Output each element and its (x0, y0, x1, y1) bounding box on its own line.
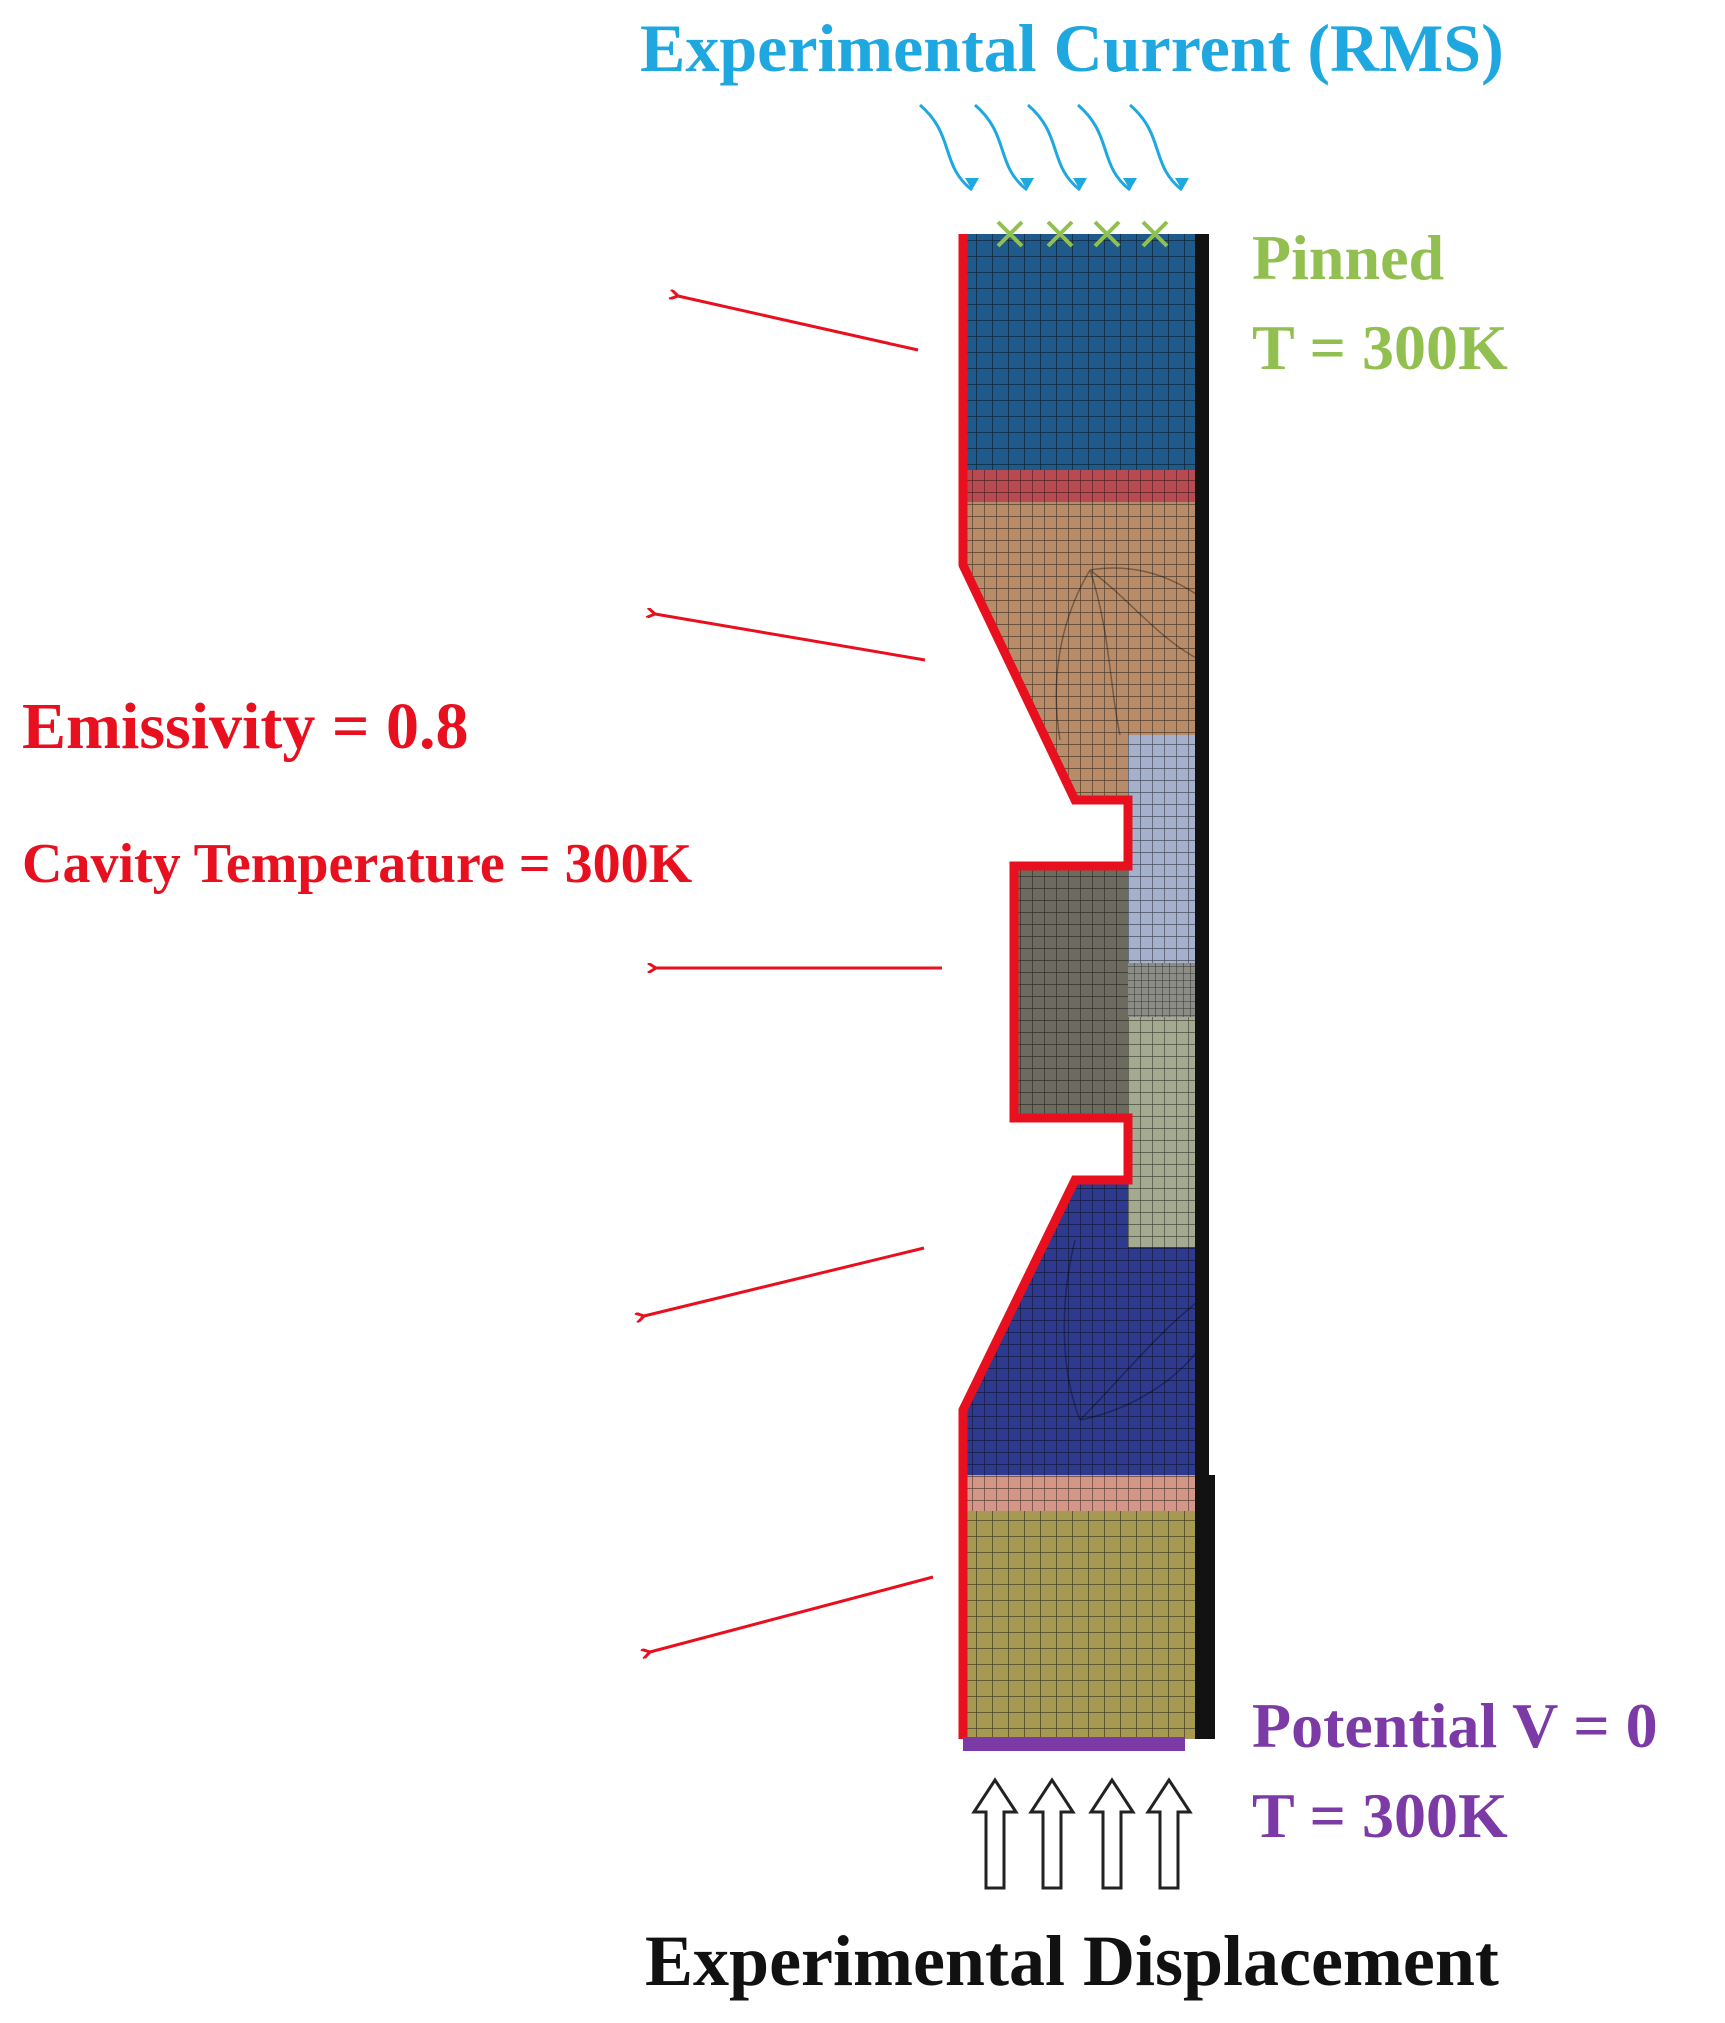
displacement-arrow (1145, 1777, 1193, 1890)
displacement-arrow (971, 1777, 1019, 1890)
right-edge-strip-lower (1203, 1475, 1215, 1739)
cavity-temperature-label: Cavity Temperature = 300K (22, 833, 693, 895)
displacement-arrows (971, 1777, 1193, 1890)
upper-spacer-region (963, 502, 1208, 800)
pinned-temperature-label: T = 300K (1252, 312, 1508, 383)
radiation-arrow (678, 296, 919, 352)
core-block (1014, 866, 1128, 1118)
current-arrow (919, 103, 979, 192)
current-arrow (1027, 103, 1087, 192)
lower-interface-layer (963, 1475, 1208, 1511)
upper-light-insert (1128, 735, 1208, 963)
upper-electrode-region (963, 234, 1195, 470)
radiation-arrow (655, 614, 926, 662)
pin-marker (1141, 220, 1169, 248)
current-arrow (1077, 103, 1137, 192)
pin-marker (1093, 220, 1121, 248)
lower-light-insert (1128, 1017, 1208, 1247)
pin-marker (1046, 220, 1074, 248)
potential-temperature-label: T = 300K (1252, 1780, 1508, 1851)
current-arrow (1129, 103, 1189, 192)
displacement-arrow (1028, 1777, 1076, 1890)
displacement-label: Experimental Displacement (645, 1921, 1499, 2001)
lower-electrode-region (963, 1511, 1208, 1739)
radiation-boundary (958, 234, 1133, 1739)
upper-interface-layer (963, 470, 1195, 502)
radiation-arrow (650, 1575, 934, 1652)
emissivity-label: Emissivity = 0.8 (22, 690, 469, 763)
pin-marker (996, 220, 1024, 248)
pinned-label: Pinned (1252, 222, 1445, 293)
current-input-arrows (919, 103, 1189, 192)
radiation-arrow (644, 1246, 925, 1316)
center-fine-band (1128, 963, 1208, 1017)
radiation-arrows (644, 296, 942, 1652)
current-label: Experimental Current (RMS) (640, 10, 1504, 86)
pinned-markers (996, 220, 1169, 248)
current-arrow (974, 103, 1034, 192)
lower-spacer-region (963, 1180, 1208, 1475)
right-edge-strip (1195, 234, 1209, 1739)
displacement-arrow (1088, 1777, 1136, 1890)
potential-boundary (963, 1737, 1185, 1751)
potential-label: Potential V = 0 (1252, 1690, 1658, 1761)
